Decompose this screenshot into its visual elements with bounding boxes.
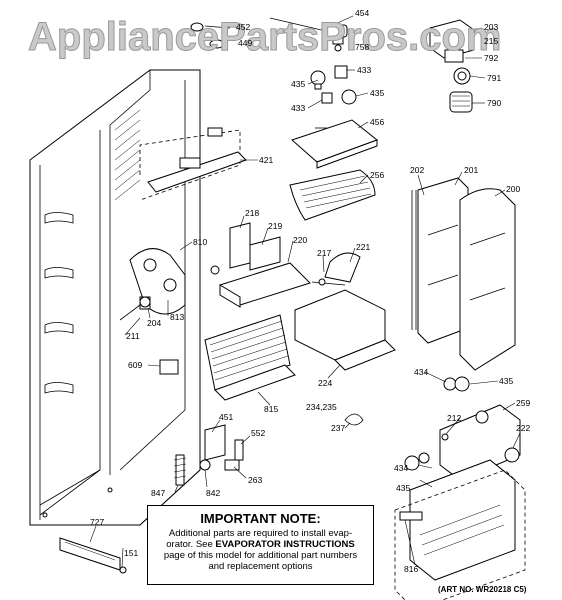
important-note-box: IMPORTANT NOTE: Additional parts are req…: [147, 505, 374, 585]
duct-assembly: [210, 222, 311, 308]
label-433-top: 433: [357, 65, 371, 75]
note-line-4: and replacement options: [208, 561, 313, 572]
label-201: 201: [464, 165, 478, 175]
label-435-left: 435: [291, 79, 305, 89]
label-434-bottom: 434: [394, 463, 408, 473]
label-456: 456: [370, 117, 384, 127]
note-line-2-pre: orator. See: [166, 539, 216, 550]
part-group-damper: [429, 19, 475, 113]
art-number: (ART NO. WR20218 C5): [438, 585, 527, 594]
label-203: 203: [484, 22, 498, 32]
bracket-assembly: [173, 424, 244, 486]
lower-housings: [394, 404, 526, 600]
label-452: 452: [236, 22, 250, 32]
light-bulb-group: [310, 65, 357, 105]
label-234-235: 234,235: [306, 402, 337, 412]
label-727: 727: [90, 517, 104, 527]
label-790: 790: [487, 98, 501, 108]
label-791: 791: [487, 73, 501, 83]
label-256: 256: [370, 170, 384, 180]
label-218: 218: [245, 208, 259, 218]
evaporator: [159, 314, 296, 401]
note-body: Additional parts are required to install…: [148, 528, 373, 572]
label-816: 816: [404, 564, 418, 574]
part-group-454: [190, 17, 348, 52]
label-842: 842: [206, 488, 220, 498]
label-435-right: 435: [370, 88, 384, 98]
label-815: 815: [264, 404, 278, 414]
label-435-bottom: 435: [396, 483, 410, 493]
label-202: 202: [410, 165, 424, 175]
label-433-bottom: 433: [291, 103, 305, 113]
label-204: 204: [147, 318, 161, 328]
note-line-2: orator. See EVAPORATOR INSTRUCTIONS: [148, 539, 373, 550]
label-259: 259: [516, 398, 530, 408]
label-434-top: 434: [414, 367, 428, 377]
evaporator-instructions-link: EVAPORATOR INSTRUCTIONS: [215, 539, 355, 550]
label-222: 222: [516, 423, 530, 433]
label-221: 221: [356, 242, 370, 252]
label-449: 449: [238, 38, 252, 48]
label-220: 220: [293, 235, 307, 245]
label-219: 219: [268, 221, 282, 231]
feeder-assembly: [294, 252, 396, 371]
note-line-1: Additional parts are required to install…: [168, 528, 353, 539]
control-housing: [139, 127, 247, 201]
label-200: 200: [506, 184, 520, 194]
label-211: 211: [126, 331, 140, 341]
label-435-right-lower: 435: [499, 376, 513, 386]
label-454: 454: [355, 8, 369, 18]
label-212: 212: [447, 413, 461, 423]
vent-grille: [59, 537, 127, 574]
light-shield: [289, 169, 376, 221]
note-title: IMPORTANT NOTE:: [200, 511, 321, 526]
label-215: 215: [484, 36, 498, 46]
right-bulbs: [404, 376, 470, 471]
label-758: 758: [355, 42, 369, 52]
label-263: 263: [248, 475, 262, 485]
label-421: 421: [259, 155, 273, 165]
fan-motor: [119, 248, 186, 321]
label-847: 847: [151, 488, 165, 498]
label-813: 813: [170, 312, 184, 322]
note-line-3: page of this model for additional part n…: [163, 550, 358, 561]
label-224: 224: [318, 378, 332, 388]
label-237: 237: [331, 423, 345, 433]
label-451: 451: [219, 412, 233, 422]
leader-lines: [89, 15, 521, 568]
watermark-text: AppliancePartsPros.com: [28, 15, 502, 59]
label-792: 792: [484, 53, 498, 63]
door-liners: [411, 177, 516, 371]
label-609: 609: [128, 360, 142, 370]
part-labels: 454 452 449 758 203 215 792 791 790 433 …: [90, 8, 530, 574]
label-552: 552: [251, 428, 265, 438]
light-cover: [291, 119, 379, 169]
label-151: 151: [124, 548, 138, 558]
label-217: 217: [317, 248, 331, 258]
label-810: 810: [193, 237, 207, 247]
part-237: [344, 413, 364, 426]
